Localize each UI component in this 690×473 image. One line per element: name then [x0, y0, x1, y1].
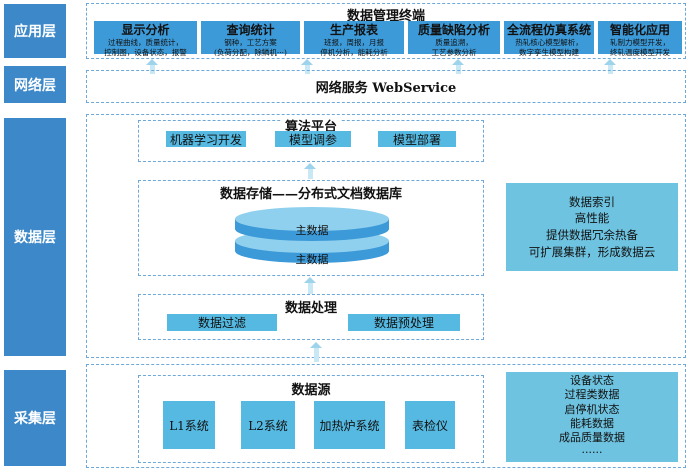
module-desc-2: (负荷分配，除鳞机···): [213, 47, 287, 57]
application-layer-panel: [86, 3, 686, 59]
module-desc-2: 工艺参数分析: [431, 47, 477, 57]
module-desc-2: 停机分析，能耗分析: [320, 47, 388, 57]
data-filter-button[interactable]: 数据过滤: [167, 314, 277, 331]
module-desc-1: 轧制力模型开发，: [610, 38, 670, 48]
note-line: 能耗数据: [570, 417, 614, 430]
module-desc-1: 钢种，工艺方案: [224, 38, 277, 48]
module-desc-1: 热轧核心模型解析，: [515, 38, 583, 48]
note-line: 提供数据冗余热备: [546, 228, 638, 242]
storage-features-note: 数据索引 高性能 提供数据冗余热备 可扩展集群，形成数据云: [506, 183, 678, 271]
arrow-up-icon: [310, 342, 324, 364]
source-surface-inspector[interactable]: 表检仪: [405, 401, 455, 449]
arrow-up-icon: [301, 59, 315, 74]
layer-label-collection: 采集层: [4, 370, 66, 466]
module-title: 智能化应用: [609, 23, 670, 37]
source-heating-furnace[interactable]: 加热炉系统: [314, 401, 385, 449]
module-desc-2: 数字孪生模型构建: [519, 47, 579, 57]
collection-layer-panel: [86, 364, 686, 468]
network-service-label: 网络服务 WebService: [315, 81, 457, 96]
module-desc-1: 班报，周报，月报: [324, 38, 384, 48]
layer-label-network: 网络层: [4, 66, 66, 103]
module-title: 查询统计: [226, 23, 275, 37]
module-production-report[interactable]: 生产报表 班报，周报，月报 停机分析，能耗分析: [304, 21, 404, 57]
source-l1-system[interactable]: L1系统: [163, 401, 215, 449]
note-line: 启停机状态: [564, 402, 620, 416]
arrow-up-icon: [452, 59, 466, 74]
arrow-up-icon: [604, 59, 618, 74]
source-l2-system[interactable]: L2系统: [241, 401, 295, 449]
data-processing-panel: [138, 294, 484, 340]
database-disks-icon: [235, 207, 389, 263]
note-line: 可扩展集群，形成数据云: [528, 244, 656, 259]
module-desc-1: 过程曲线，质量统计，: [108, 38, 183, 48]
data-source-panel: [138, 375, 484, 463]
note-line: 过程类数据: [564, 388, 620, 402]
arrow-up-icon: [304, 277, 318, 294]
data-storage-panel: [138, 180, 484, 276]
module-title: 显示分析: [121, 23, 170, 37]
module-desc-2: 终轧温度模型开发: [610, 47, 670, 57]
module-title: 生产报表: [329, 23, 378, 37]
network-layer-panel: 网络服务 WebService: [86, 70, 686, 103]
note-line: 高性能: [574, 211, 610, 226]
data-source-title: 数据源: [291, 383, 331, 398]
data-processing-title: 数据处理: [284, 301, 337, 316]
disk-label-bottom: 主数据: [295, 253, 329, 266]
note-line: ······: [581, 445, 603, 459]
module-desc-2: 控制图，设备状态，报警: [104, 47, 187, 57]
module-quality-defect[interactable]: 质量缺陷分析 质量追溯， 工艺参数分析: [408, 21, 500, 57]
disk-label-top: 主数据: [295, 224, 329, 237]
module-title: 质量缺陷分析: [417, 23, 490, 37]
model-deployment-button[interactable]: 模型部署: [378, 131, 456, 147]
module-display-analysis[interactable]: 显示分析 过程曲线，质量统计， 控制图，设备状态，报警: [94, 21, 197, 57]
data-storage-title: 数据存储——分布式文档数据库: [219, 187, 402, 202]
module-full-process-simulation[interactable]: 全流程仿真系统 热轧核心模型解析， 数字孪生模型构建: [504, 21, 594, 57]
data-preprocess-button[interactable]: 数据预处理: [348, 314, 460, 331]
module-intelligent-application[interactable]: 智能化应用 轧制力模型开发， 终轧温度模型开发: [598, 21, 682, 57]
note-line: 设备状态: [570, 374, 614, 388]
data-layer-panel: [86, 114, 686, 358]
source-data-types-note: 设备状态 过程类数据 启停机状态 能耗数据 成品质量数据 ······: [506, 372, 678, 462]
module-title: 全流程仿真系统: [506, 23, 591, 37]
module-desc-1: 质量追溯，: [435, 38, 473, 48]
layer-label-data: 数据层: [4, 118, 66, 356]
arrow-up-icon: [146, 59, 160, 74]
layer-label-application: 应用层: [4, 4, 66, 58]
model-tuning-button[interactable]: 模型调参: [275, 131, 351, 147]
module-query-stats[interactable]: 查询统计 钢种，工艺方案 (负荷分配，除鳞机···): [201, 21, 300, 57]
ml-development-button[interactable]: 机器学习开发: [166, 131, 246, 147]
note-line: 数据索引: [569, 194, 615, 209]
arrow-up-icon: [304, 163, 318, 179]
note-line: 成品质量数据: [559, 431, 625, 445]
app-title: 数据管理终端: [346, 9, 425, 24]
